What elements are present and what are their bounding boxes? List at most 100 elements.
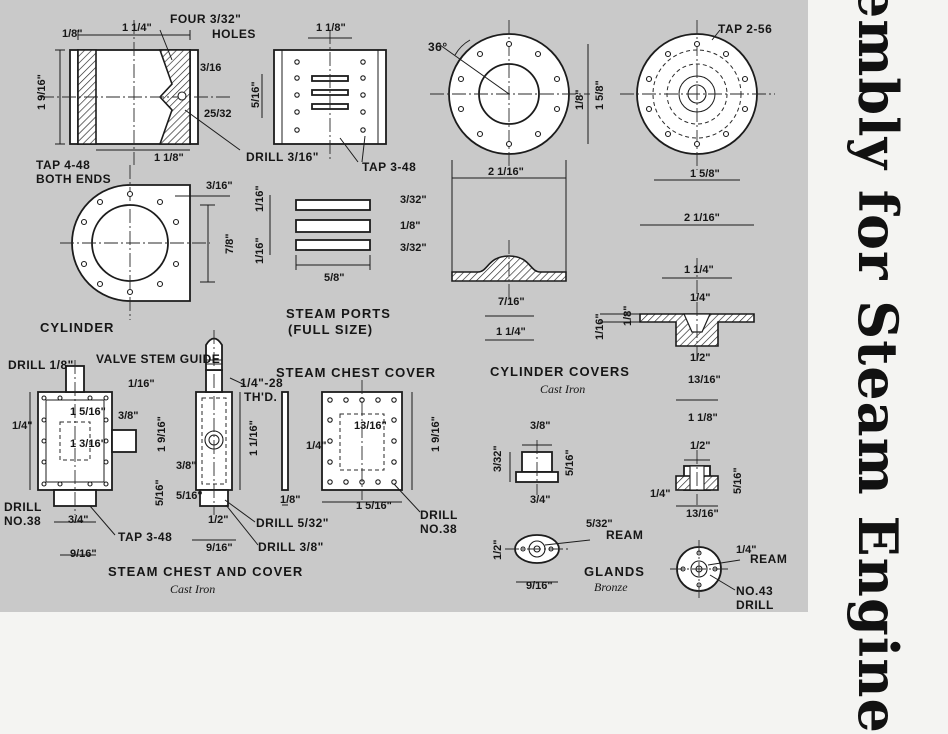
dim-gl-3-8: 3/8"	[530, 420, 551, 432]
cylinder-covers-label: CYLINDER COVERS	[490, 364, 630, 379]
dim-side-1-2: 1/2"	[208, 514, 229, 526]
dim-gl-9-16: 9/16"	[526, 580, 553, 592]
dim-cov-7-16: 7/16"	[498, 296, 525, 308]
dim-face-1-1-8: 1 1/8"	[316, 22, 346, 34]
drill-3-8-callout: DRILL 3/8"	[258, 540, 324, 554]
dim-cyl-1-1-8: 1 1/8"	[154, 152, 184, 164]
drill-no38-left-callout-2: NO.38	[4, 514, 42, 528]
dim-cov2-1-2: 1/2"	[690, 352, 711, 364]
steam-ports-label: STEAM PORTS	[286, 306, 391, 321]
dim-cyl-3-16b: 3/16"	[206, 180, 233, 192]
drill-3-16-callout: DRILL 3/16"	[246, 150, 319, 164]
drill-no43-callout-2: DRILL	[736, 598, 774, 612]
cylinder-cover-front-view	[430, 20, 590, 341]
steam-chest-cover-view	[281, 380, 421, 513]
drill-no43-callout: NO.43	[736, 584, 774, 598]
dim-cov-1-5-8: 1 5/8"	[594, 80, 606, 110]
dim-chest-1-16: 1/16"	[128, 378, 155, 390]
dim-gl2-13-16: 13/16"	[686, 508, 719, 520]
tap-3-48-ports-callout: TAP 3-48	[362, 160, 417, 174]
dim-port-5-8: 5/8"	[324, 272, 345, 284]
thread-callout: 1/4"-28	[240, 376, 284, 390]
dim-cov2-1-8: 1/8"	[622, 305, 634, 326]
dim-cyl-flange: 1/8"	[62, 28, 83, 40]
dim-cov2-1-16: 1/16"	[594, 313, 606, 340]
dim-face-5-16: 5/16"	[250, 81, 262, 108]
dim-chest-3-4: 3/4"	[68, 514, 89, 526]
steam-chest-side-view	[192, 330, 259, 546]
dim-chest-1-4: 1/4"	[12, 420, 33, 432]
drill-1-8-callout: DRILL 1/8"	[8, 358, 74, 372]
tap-2-56-callout: TAP 2-56	[718, 22, 773, 36]
dim-cc-1-4: 1/4"	[306, 440, 327, 452]
dim-port-1-16a: 1/16"	[254, 185, 266, 212]
dim-gl2-5-16: 5/16"	[732, 467, 744, 494]
drawing-title: Assembly for Steam Engine	[846, 0, 910, 734]
drill-no38-right-callout: DRILL	[420, 508, 458, 522]
cylinder-end-view	[60, 165, 230, 320]
dim-chest-3-8a: 3/8"	[118, 410, 139, 422]
dim-cov2-1-1-8: 1 1/8"	[688, 412, 718, 424]
four-holes-callout: FOUR 3/32"	[170, 12, 242, 26]
dim-cc-13-16: 13/16"	[354, 420, 387, 432]
dim-gl-5-32: 5/32"	[586, 518, 613, 530]
dim-gl-5-16: 5/16"	[564, 449, 576, 476]
dim-cc-1-8: 1/8"	[280, 494, 301, 506]
gland-1-ream-callout: REAM	[606, 528, 644, 542]
drill-no38-left-callout: DRILL	[4, 500, 42, 514]
cylinder-label: CYLINDER	[40, 320, 115, 335]
dim-chest-1-5-16: 1 5/16"	[70, 406, 106, 418]
dim-cc-1-5-16: 1 5/16"	[356, 500, 392, 512]
steam-chest-and-cover-label: STEAM CHEST AND COVER	[108, 564, 304, 579]
dim-port-3-32a: 3/32"	[400, 194, 427, 206]
dim-cov-1-1-4: 1 1/4"	[496, 326, 526, 338]
dim-cyl-3-16a: 3/16	[200, 62, 222, 74]
dim-gl-1-2: 1/2"	[492, 539, 504, 560]
dim-cov2-1-1-4: 1 1/4"	[684, 264, 714, 276]
dim-cov-1-8: 1/8"	[574, 89, 586, 110]
valve-stem-guide-callout: VALVE STEM GUIDE	[96, 352, 221, 366]
dim-gl2-1-4: 1/4"	[650, 488, 671, 500]
dim-side-5-16: 5/16"	[176, 490, 203, 502]
steam-ports-view	[269, 195, 371, 270]
glands-label: GLANDS	[584, 564, 645, 579]
dim-cyl-height: 1 9/16"	[36, 74, 48, 110]
dim-gl2-1-2: 1/2"	[690, 440, 711, 452]
dim-cov-2-1-16: 2 1/16"	[488, 166, 524, 178]
dim-cc-1-9-16: 1 9/16"	[430, 416, 442, 452]
gland-2-views	[670, 450, 741, 600]
dim-chest-9-16: 9/16"	[70, 548, 97, 560]
steam-ports-note: (FULL SIZE)	[288, 322, 374, 337]
dim-port-1-8: 1/8"	[400, 220, 421, 232]
title-strip: Assembly for Steam Engine	[808, 0, 948, 734]
dim-port-3-32b: 3/32"	[400, 242, 427, 254]
port-face-view	[261, 30, 387, 163]
cylinder-covers-material: Cast Iron	[540, 382, 586, 396]
gland-2-ream-callout: REAM	[750, 552, 788, 566]
dim-side-3-8: 3/8"	[176, 460, 197, 472]
thread-callout-2: TH'D.	[244, 390, 278, 404]
gland-1-views	[505, 440, 591, 583]
dim-chest-1-3-16: 1 3/16"	[70, 438, 106, 450]
dim-cyl-25-32: 25/32	[204, 108, 232, 120]
steam-chest-front-view	[29, 360, 137, 556]
dim-gl-3-32: 3/32"	[492, 445, 504, 472]
dim-gl2-1-4b: 1/4"	[736, 544, 757, 556]
dim-side-1-9-16: 1 9/16"	[156, 416, 168, 452]
dim-cov2-1-4: 1/4"	[690, 292, 711, 304]
dim-cyl-7-8: 7/8"	[224, 233, 236, 254]
dim-cov2-1-5-8: 1 5/8"	[690, 168, 720, 180]
cylinder-section-view	[40, 20, 241, 165]
dim-side-1-1-16: 1 1/16"	[248, 420, 260, 456]
steam-chest-material: Cast Iron	[170, 582, 216, 596]
four-holes-callout-2: HOLES	[212, 27, 256, 41]
drill-5-32-callout: DRILL 5/32"	[256, 516, 329, 530]
dim-cov2-13-16: 13/16"	[688, 374, 721, 386]
drawing-sheet: CYLINDER STEAM PORTS (FULL SIZE) STEAM C…	[0, 0, 808, 612]
drawing-linework	[29, 20, 775, 600]
tap-4-48-callout: TAP 4-48	[36, 158, 91, 172]
dim-cyl-len: 1 1/4"	[122, 22, 152, 34]
cylinder-cover-rear-view	[600, 20, 775, 401]
tap-4-48-callout-2: BOTH ENDS	[36, 172, 112, 186]
dim-gl-3-4: 3/4"	[530, 494, 551, 506]
